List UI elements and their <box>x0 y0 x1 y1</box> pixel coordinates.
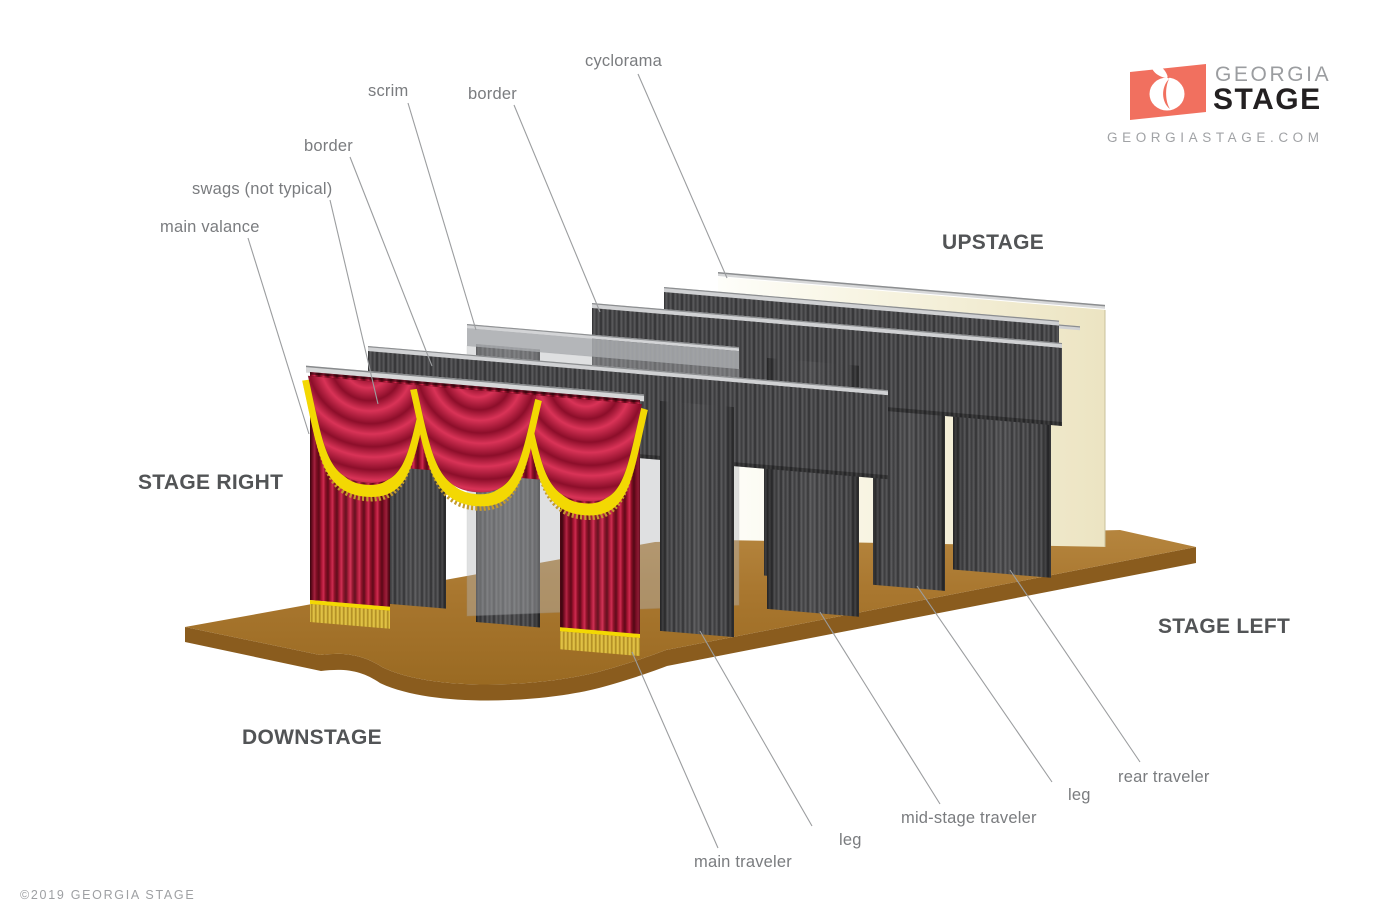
leader-line-leg-downstage <box>699 630 813 827</box>
leader-line-main-traveler <box>631 651 719 849</box>
valance-swag-left <box>520 394 648 520</box>
leader-line-scrim <box>407 102 477 331</box>
copyright-text: ©2019 GEORGIA STAGE <box>20 888 196 902</box>
peach-leaf-icon <box>1151 64 1168 78</box>
peach-flag-icon <box>1130 64 1206 120</box>
logo-website: GEORGIASTAGE.COM <box>1107 130 1324 145</box>
leader-line-main-valance <box>247 237 310 435</box>
main-curtain-track <box>306 365 644 402</box>
leader-line-cyclorama <box>637 73 728 279</box>
leader-line-rear-traveler <box>1009 569 1141 763</box>
logo-brand-line1: GEORGIA <box>1215 63 1332 86</box>
fringe <box>310 604 390 629</box>
leader-line-swags <box>329 199 379 405</box>
leader-line-border-upstage <box>513 104 601 313</box>
leader-line-border-downstage <box>349 156 433 367</box>
scrim-hem <box>467 328 739 370</box>
leader-line-mid-stage-traveler <box>819 611 941 805</box>
valance-swag-right <box>302 375 430 502</box>
logo-brand-line2: STAGE <box>1213 83 1322 116</box>
leader-line-leg-upstage <box>916 585 1053 783</box>
downstage-batten <box>368 346 888 396</box>
mid-stage-track <box>592 303 1062 348</box>
peach-icon <box>1149 77 1185 111</box>
upstage-batten <box>664 287 1059 326</box>
fringe <box>560 631 640 657</box>
valance-swag-center <box>410 384 542 511</box>
main-curtain <box>302 365 648 657</box>
